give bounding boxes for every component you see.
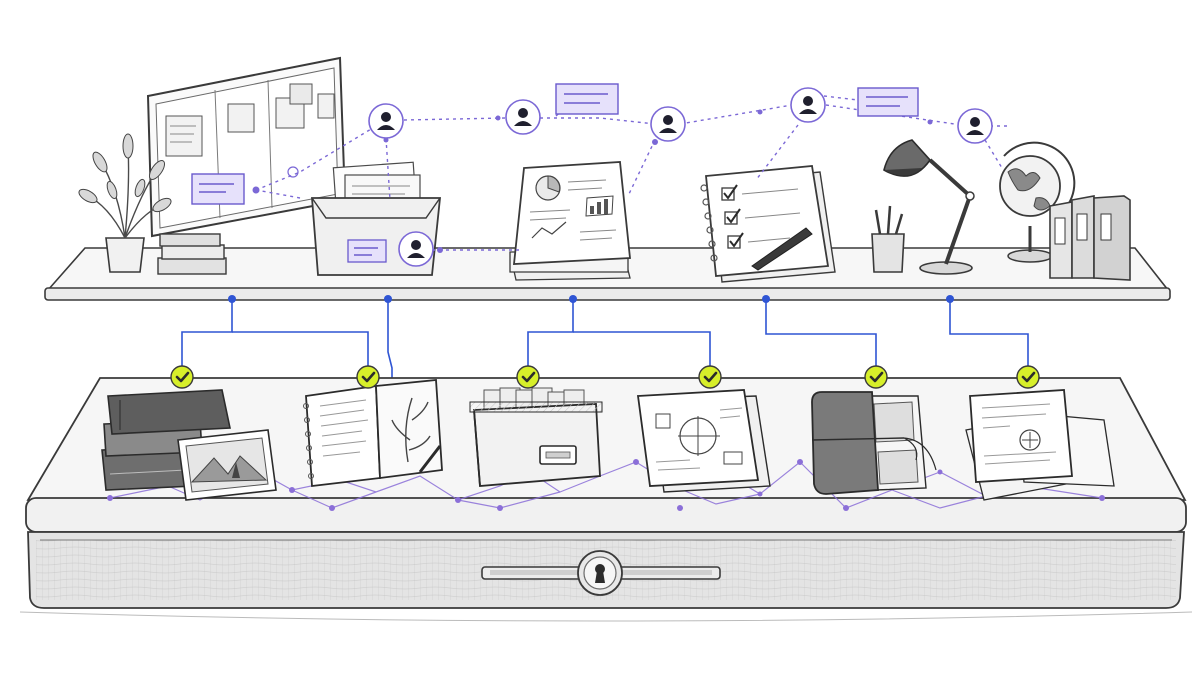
loose-notes-icon <box>965 389 1115 501</box>
message-bubble-a <box>555 83 619 115</box>
connector-1-right <box>232 331 369 368</box>
check-icon <box>516 365 540 389</box>
user-icon[interactable] <box>957 108 993 144</box>
photo-print-icon <box>177 429 277 501</box>
top-shelf-edge <box>44 287 1171 301</box>
user-icon[interactable] <box>398 231 434 267</box>
user-icon[interactable] <box>650 106 686 142</box>
report-pages-icon <box>509 161 631 281</box>
pencil-cup-icon <box>871 205 905 273</box>
connector-2 <box>387 300 393 380</box>
file-box-message-bubble <box>347 239 387 263</box>
check-icon <box>356 365 380 389</box>
plant-icon <box>78 133 172 273</box>
verified-badges <box>170 365 1040 389</box>
keyhole-lock-icon[interactable] <box>577 550 623 596</box>
user-network <box>255 95 1010 251</box>
check-icon <box>698 365 722 389</box>
checklist-notebook-icon <box>700 165 836 283</box>
desk-lamp-icon <box>883 139 975 275</box>
check-icon <box>1016 365 1040 389</box>
old-books-icon <box>101 389 231 491</box>
connector-3-left <box>527 300 574 368</box>
message-bubble-b <box>857 87 919 117</box>
shelf-connectors <box>181 300 1029 380</box>
connector-3-right <box>573 331 711 368</box>
connector-1-left <box>181 300 233 368</box>
leather-folio-icon <box>811 391 937 495</box>
user-icon[interactable] <box>368 103 404 139</box>
sketch-notebook-icon <box>303 379 443 488</box>
user-nodes <box>368 87 993 267</box>
check-icon <box>170 365 194 389</box>
connector-5 <box>949 300 1029 368</box>
connector-4 <box>765 300 877 368</box>
user-icon[interactable] <box>790 87 826 123</box>
blueprint-pages-icon <box>636 389 771 493</box>
globe-icon <box>999 141 1076 263</box>
check-icon <box>864 365 888 389</box>
pinboard-message-bubble <box>191 173 245 205</box>
binders-icon <box>1049 195 1131 281</box>
pinboard-icon <box>146 56 347 238</box>
books-icon <box>157 233 227 275</box>
user-icon[interactable] <box>505 99 541 135</box>
index-card-box-icon <box>469 387 603 487</box>
archive-tray-rim <box>25 497 1187 533</box>
connector-endpoints <box>228 295 954 303</box>
